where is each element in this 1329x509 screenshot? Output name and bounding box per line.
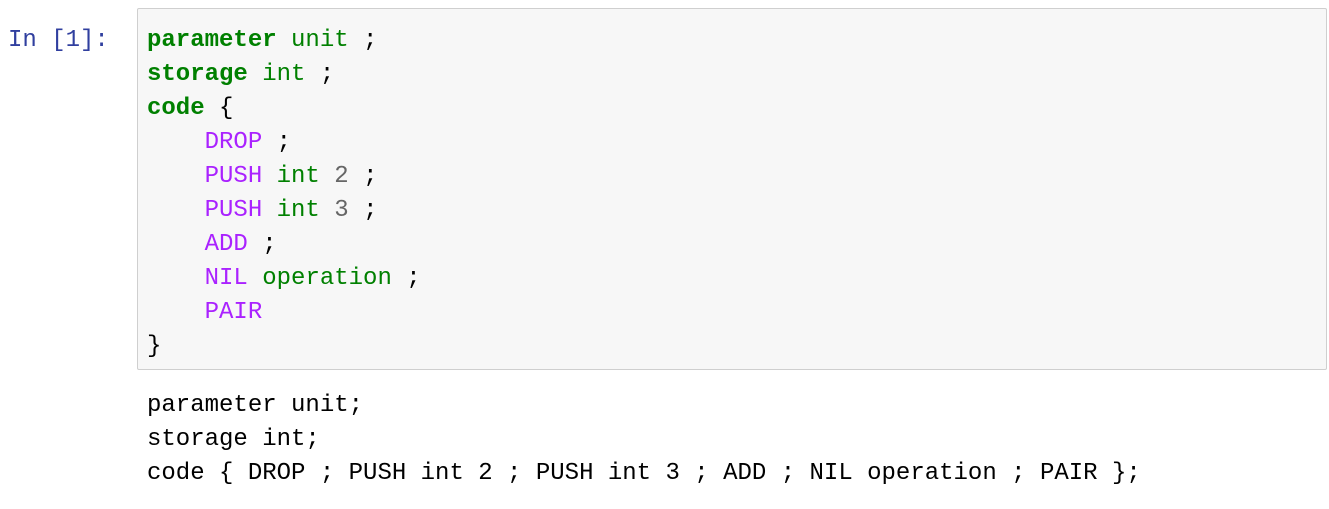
code-line: } (147, 333, 161, 360)
code-line: ADD ; (147, 231, 277, 258)
keyword: storage (147, 61, 248, 88)
semicolon: ; (363, 163, 378, 190)
instruction: ADD (204, 231, 248, 258)
number-literal: 3 (334, 197, 349, 224)
semicolon: ; (262, 231, 277, 258)
type-token: int (276, 197, 320, 224)
instruction: PAIR (204, 299, 263, 326)
brace: { (219, 95, 234, 122)
semicolon: ; (276, 129, 292, 156)
semicolon: ; (363, 27, 378, 54)
cell-output: parameter unit; storage int; code { DROP… (147, 389, 1141, 491)
output-line: code { DROP ; PUSH int 2 ; PUSH int 3 ; … (147, 460, 1141, 487)
code-line: parameter unit ; (147, 27, 377, 54)
code-line: NIL operation ; (147, 265, 421, 292)
type-token: operation (262, 265, 392, 292)
output-line: parameter unit; (147, 392, 364, 419)
input-prompt: In [1]: (8, 27, 109, 54)
output-line: storage int; (147, 426, 320, 453)
instruction: PUSH (204, 163, 263, 190)
code-line: storage int ; (147, 61, 334, 88)
semicolon: ; (406, 265, 421, 292)
type-token: int (262, 61, 306, 88)
type-token: unit (291, 27, 349, 54)
type-token: int (276, 163, 320, 190)
instruction: PUSH (204, 197, 263, 224)
code-editor[interactable]: parameter unit ; storage int ; code { DR… (147, 24, 421, 364)
keyword: code (147, 95, 205, 122)
number-literal: 2 (334, 163, 349, 190)
code-line: PUSH int 3 ; (147, 197, 378, 224)
code-line: DROP ; (147, 129, 291, 156)
semicolon: ; (363, 197, 378, 224)
code-cell-input[interactable]: parameter unit ; storage int ; code { DR… (137, 8, 1327, 370)
instruction: NIL (204, 265, 248, 292)
code-line: PAIR (147, 299, 263, 326)
semicolon: ; (319, 61, 335, 88)
brace: } (147, 333, 162, 360)
keyword: parameter (147, 27, 277, 54)
code-line: code { (147, 95, 233, 122)
code-line: PUSH int 2 ; (147, 163, 378, 190)
instruction: DROP (204, 129, 263, 156)
